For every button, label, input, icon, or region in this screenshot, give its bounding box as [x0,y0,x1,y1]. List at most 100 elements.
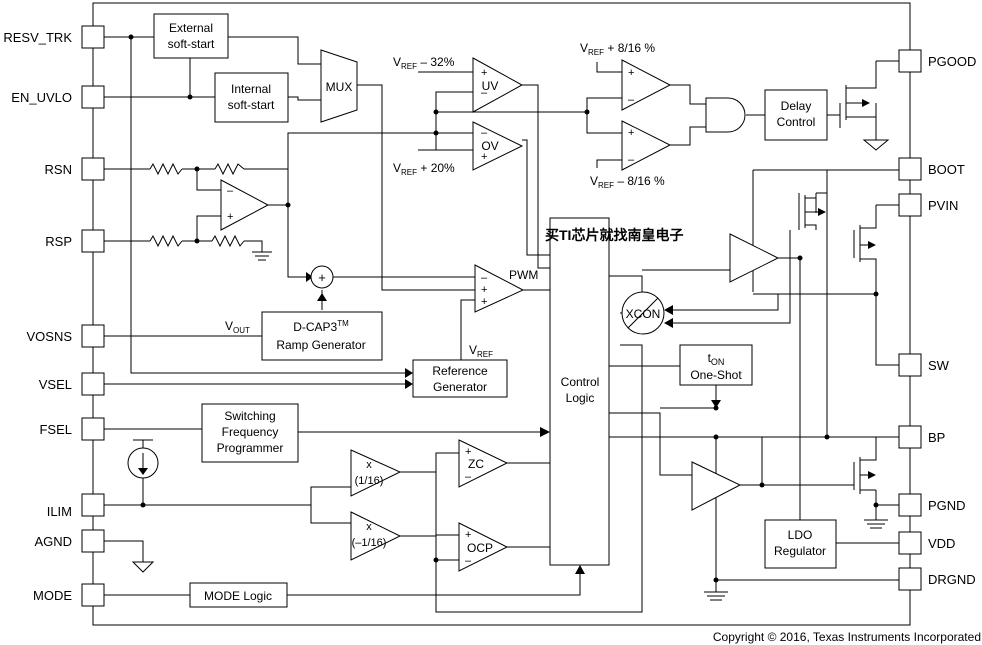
svg-text:Internal: Internal [231,82,271,96]
low-side-driver [691,461,742,511]
pin-vosns: VOSNS [26,324,105,348]
pin-label-agnd: AGND [34,534,72,549]
svg-text:+: + [628,67,634,79]
pwm-comparator: – + + PWM [474,264,538,313]
svg-text:D-CAP3TM: D-CAP3TM [293,319,349,334]
svg-text:–: – [628,154,635,166]
svg-text:–: – [481,127,488,139]
svg-text:Delay: Delay [781,99,812,113]
ldo-regulator-block: LDO Regulator [764,519,837,569]
pin-label-ilim: ILIM [47,504,72,519]
left-pins: RESV_TRK EN_UVLO RSN RSP VOSNS VSEL FSEL… [3,25,105,607]
delay-control-block: Delay Control [764,89,828,141]
uv-comparator: + – UV [472,57,524,113]
ton-oneshot-block: tON One-Shot [679,344,753,386]
pin-label-fsel: FSEL [39,422,72,437]
switching-frequency-block: Switching Frequency Programmer [201,403,299,463]
svg-text:Generator: Generator [433,380,487,394]
svg-text:Reference: Reference [432,364,488,378]
pin-vsel: VSEL [39,372,105,396]
ov-comparator: – + OV [472,121,524,171]
svg-text:OV: OV [481,139,498,153]
control-logic-block: Control Logic [549,217,610,566]
svg-text:+: + [481,284,487,296]
pin-label-vsel: VSEL [39,377,72,392]
watermark-text: 买TI芯片就找南皇电子 [545,227,683,243]
pin-pgnd: PGND [898,493,966,517]
ocp-comparator: + – OCP [458,522,509,572]
pin-agnd: AGND [34,529,105,553]
pin-en-uvlo: EN_UVLO [11,85,105,109]
svg-text:–: – [481,87,488,99]
svg-text:x: x [366,459,372,471]
pin-vdd: VDD [898,531,955,555]
pin-label-pgood: PGOOD [928,54,976,69]
summing-node: + [310,265,334,289]
pgood-high-comparator: + – [621,59,672,111]
pin-label-pvin: PVIN [928,198,958,213]
uv-threshold-label: VREF – 32% [393,55,455,71]
pin-label-sw: SW [928,358,950,373]
pin-label-bp: BP [928,430,945,445]
ground-symbols [131,139,890,601]
arrowheads [306,272,721,574]
svg-text:+: + [318,270,326,285]
svg-text:soft-start: soft-start [168,37,215,51]
junction-dots [128,34,879,583]
svg-text:x: x [366,521,372,533]
pgood-low-comparator: + – [621,120,672,171]
pin-sw: SW [898,353,950,377]
svg-text:+: + [465,446,471,458]
pin-rsn: RSN [45,157,105,181]
svg-text:–: – [465,555,472,567]
right-pins: PGOOD BOOT PVIN SW BP PGND VDD DRGND [898,49,976,591]
vout-label: VOUT [225,319,250,335]
pin-ilim: ILIM [47,493,105,519]
svg-text:–: – [465,471,472,483]
sense-amplifier: – + [220,179,270,231]
svg-text:Control: Control [777,115,816,129]
pin-label-rsn: RSN [45,162,72,177]
svg-text:OCP: OCP [467,541,493,555]
svg-text:+: + [227,211,233,223]
pin-label-resv-trk: RESV_TRK [3,30,72,45]
vref-gen-label: VREF [469,343,493,359]
svg-text:One-Shot: One-Shot [690,368,742,382]
reference-generator-block: Reference Generator [412,359,508,398]
svg-text:Logic: Logic [566,391,595,405]
svg-text:External: External [169,21,213,35]
dcap3-block: D-CAP3TM Ramp Generator [261,311,383,361]
pin-pgood: PGOOD [898,49,976,73]
svg-text:MODE Logic: MODE Logic [204,589,272,603]
svg-text:(–1/16): (–1/16) [352,537,387,549]
pin-fsel: FSEL [39,417,105,441]
pin-rsp: RSP [45,229,105,253]
pin-mode: MODE [33,583,105,607]
svg-text:Control: Control [561,375,600,389]
int-softstart-block: Internal soft-start [214,72,289,123]
svg-text:tON: tON [708,351,725,367]
pin-drgnd: DRGND [898,567,976,591]
ocp-gain-amp: x (–1/16) [350,511,402,561]
pin-label-drgnd: DRGND [928,572,976,587]
xcon-block: XCON [621,291,665,335]
svg-text:Regulator: Regulator [774,544,826,558]
pin-label-en-uvlo: EN_UVLO [11,90,72,105]
pin-label-vosns: VOSNS [26,329,72,344]
copyright-text: Copyright © 2016, Texas Instruments Inco… [713,630,981,644]
ext-softstart-block: External soft-start [153,13,229,59]
resistors [149,162,245,248]
svg-text:+: + [481,296,487,308]
svg-text:–: – [628,94,635,106]
high-side-mosfet [853,224,877,262]
svg-text:–: – [481,272,488,284]
svg-text:LDO: LDO [788,528,813,542]
svg-text:XCON: XCON [626,307,661,321]
svg-text:ZC: ZC [468,457,484,471]
svg-text:Ramp Generator: Ramp Generator [276,338,365,352]
svg-text:+: + [628,127,634,139]
svg-text:(1/16): (1/16) [355,475,384,487]
mux-block: MUX [320,49,358,123]
pin-label-mode: MODE [33,588,72,603]
